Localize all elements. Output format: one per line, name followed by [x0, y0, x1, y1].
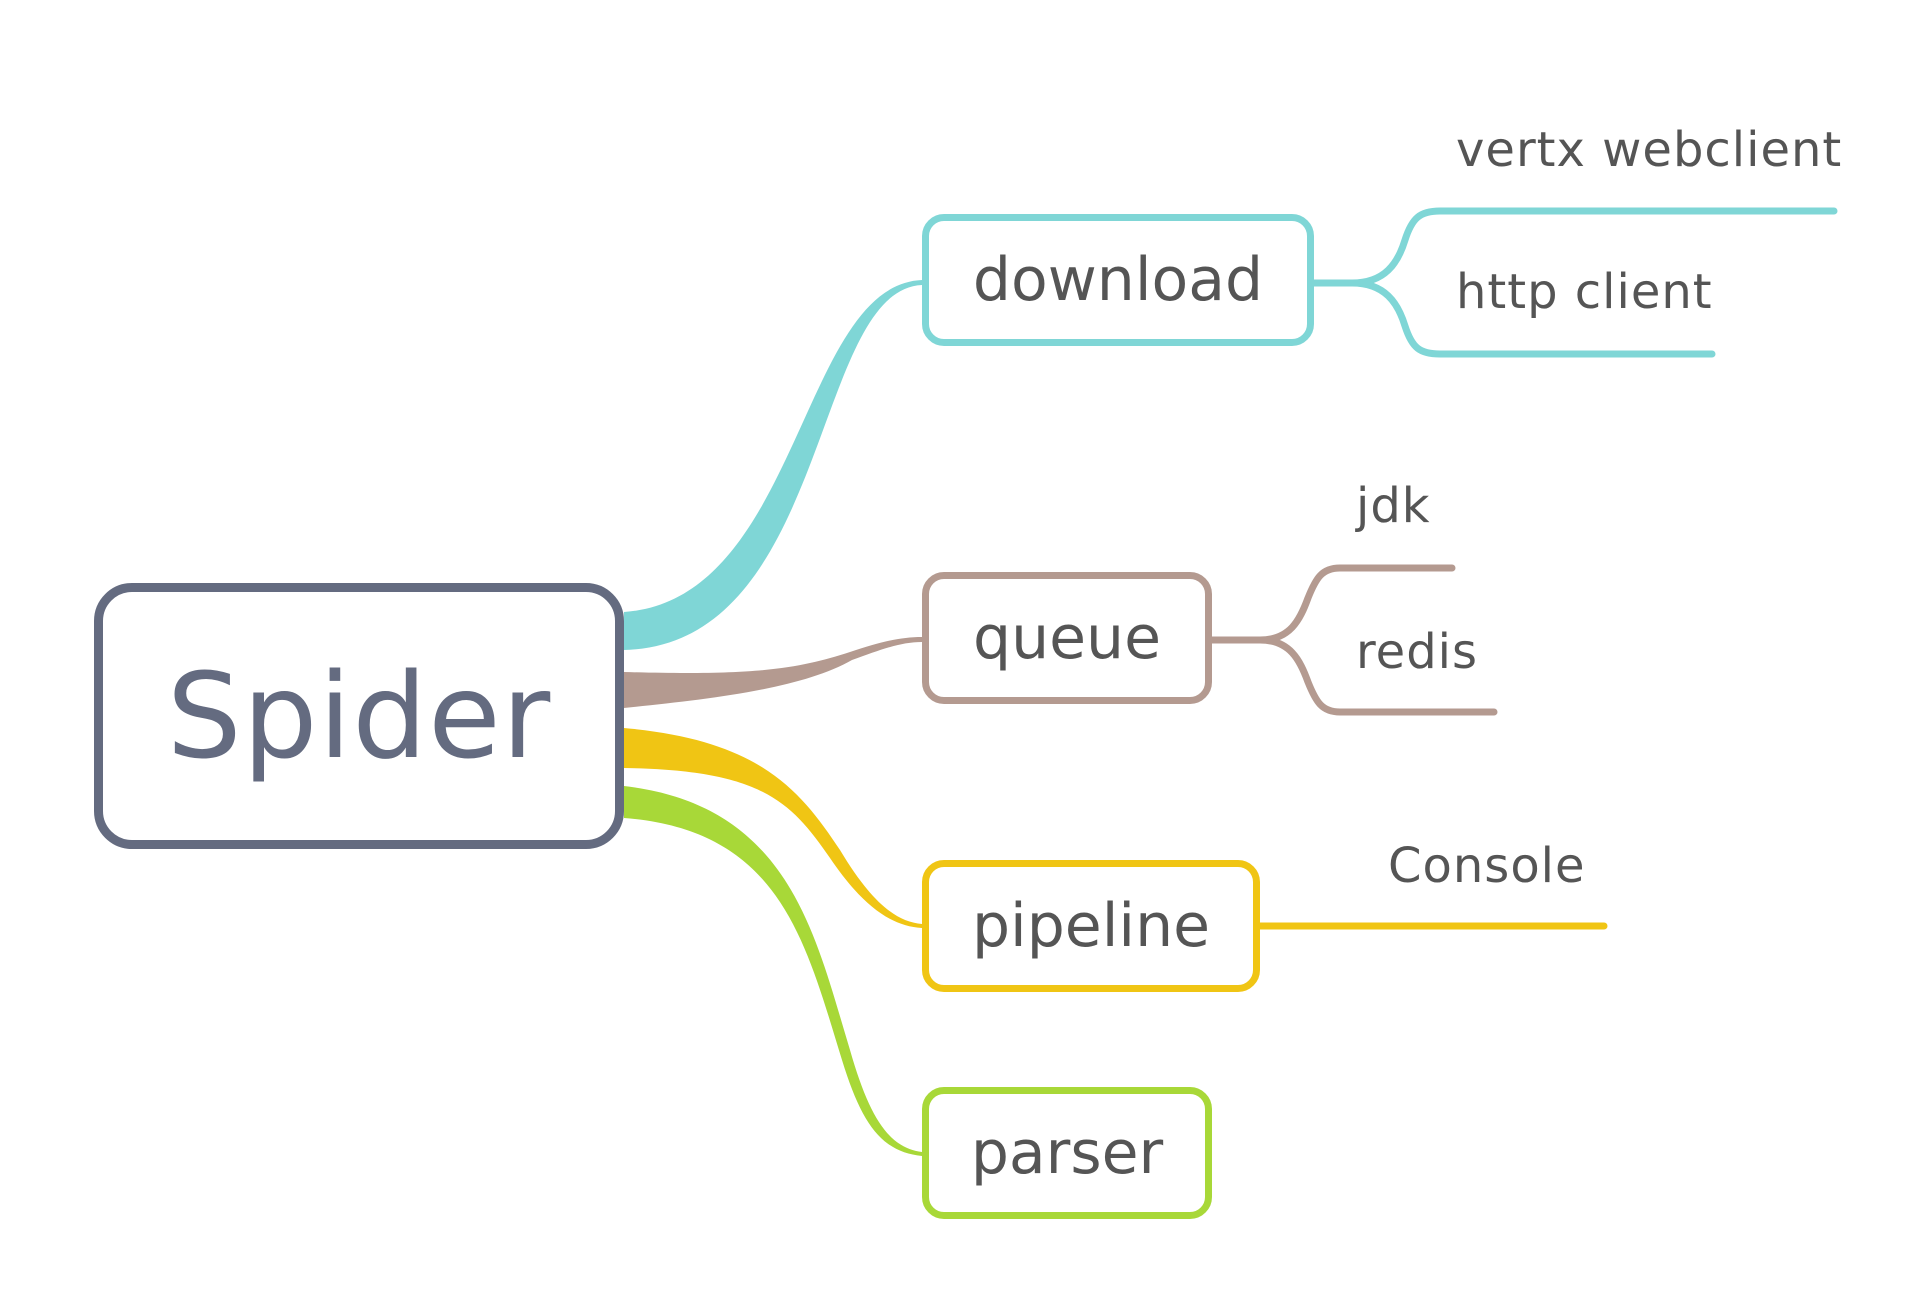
connector-download-http: [1310, 279, 1716, 358]
branch-node-pipeline[interactable]: pipeline: [922, 860, 1260, 992]
connector-root-parser: [624, 786, 922, 1156]
branch-node-label: queue: [973, 603, 1161, 673]
branch-node-queue[interactable]: queue: [922, 572, 1212, 704]
connector-root-pipeline: [624, 728, 922, 928]
branch-node-label: download: [972, 245, 1264, 315]
connector-root-download: [624, 280, 922, 650]
connector-download-children: [1310, 207, 1838, 287]
branch-node-label: parser: [970, 1118, 1164, 1188]
leaf-node-vertx-webclient[interactable]: vertx webclient: [1456, 122, 1843, 178]
connector-queue-jdk: [1208, 564, 1456, 644]
branch-node-download[interactable]: download: [922, 214, 1314, 346]
leaf-node-redis[interactable]: redis: [1356, 624, 1479, 680]
branch-node-parser[interactable]: parser: [922, 1087, 1212, 1219]
leaf-node-jdk[interactable]: jdk: [1356, 478, 1431, 534]
root-node-label: Spider: [166, 647, 552, 785]
leaf-node-console[interactable]: Console: [1388, 838, 1586, 894]
connector-root-queue: [624, 637, 922, 708]
branch-node-label: pipeline: [971, 891, 1211, 961]
connector-queue-redis: [1208, 636, 1498, 716]
leaf-node-http-client[interactable]: http client: [1456, 264, 1713, 320]
root-node-spider[interactable]: Spider: [94, 583, 624, 849]
